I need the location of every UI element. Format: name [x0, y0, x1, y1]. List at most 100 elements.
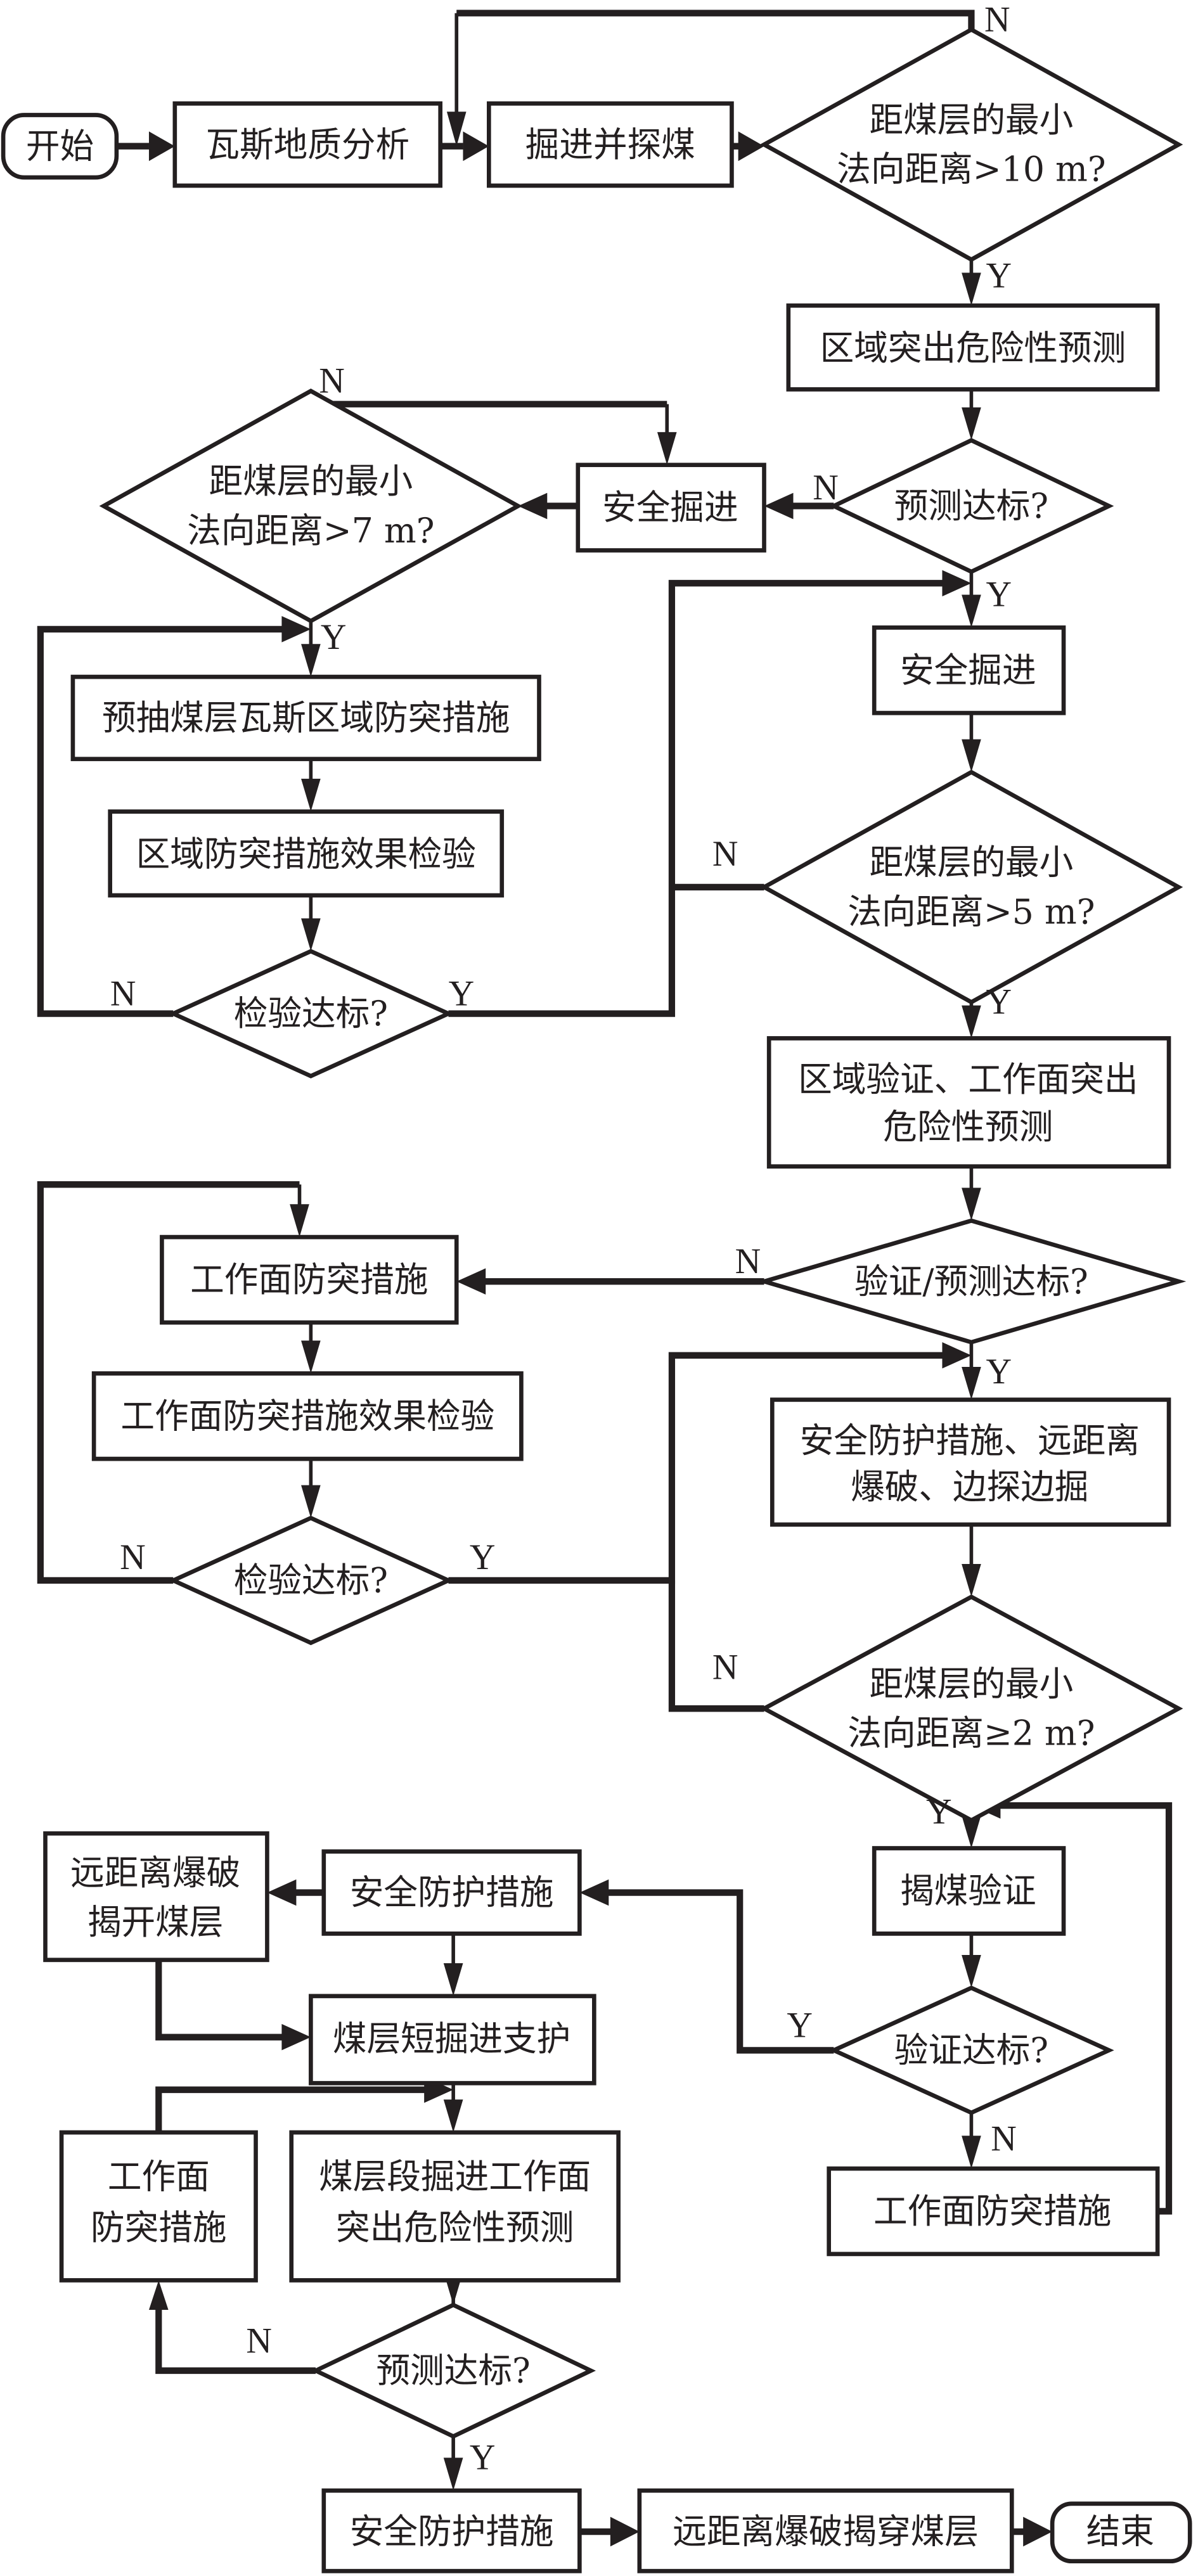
node-pre-drain: 预抽煤层瓦斯区域防突措施: [70, 674, 541, 762]
excavate-probe-label: 掘进并探煤: [525, 124, 695, 164]
arrowhead: [281, 616, 311, 643]
node-regional-check: 区域防突措施效果检验: [108, 809, 505, 898]
predict-ok1-label: 预测达标?: [894, 486, 1048, 526]
branch-labels: N Y N N Y Y N N Y Y N Y N Y N Y Y N N Y: [110, 0, 1017, 2478]
arrowhead: [942, 1342, 972, 1369]
label-no: N: [991, 2119, 1017, 2158]
arrowhead: [1023, 2516, 1053, 2547]
node-gas-geology: 瓦斯地质分析: [172, 101, 443, 188]
safe-excavate2-label: 安全掘进: [900, 650, 1036, 690]
label-yes: Y: [449, 974, 475, 1013]
node-end: 结束: [1050, 2501, 1192, 2564]
predict-ok2-label: 预测达标?: [377, 2350, 531, 2390]
remote-blast-open-line1: 远距离爆破: [70, 1853, 240, 1893]
node-safety-measures1: 安全防护措施: [321, 1849, 582, 1936]
arrowhead: [463, 131, 489, 162]
regional-verify-line2: 危险性预测: [883, 1107, 1053, 1147]
arrowhead: [443, 2457, 463, 2491]
label-yes: Y: [986, 575, 1012, 614]
gas-geology-label: 瓦斯地质分析: [205, 124, 409, 164]
node-excavate-probe: 掘进并探煤: [487, 101, 734, 188]
arrowhead: [962, 1366, 981, 1400]
regional-verify-line1: 区域验证、工作面突出: [798, 1060, 1138, 1099]
face-check-label: 工作面防突措施效果检验: [120, 1396, 494, 1436]
label-yes: Y: [986, 256, 1012, 295]
node-regional-verify: 区域验证、工作面突出 危险性预测: [766, 1036, 1171, 1169]
seam-predict-line2: 突出危险性预测: [336, 2208, 574, 2248]
loop-d7-no: [307, 391, 667, 407]
arrowhead: [301, 644, 321, 677]
face-measures2-label: 工作面防突措施: [873, 2191, 1111, 2231]
pre-drain-label: 预抽煤层瓦斯区域防突措施: [102, 698, 510, 738]
loop-check2-no: [37, 1181, 300, 1584]
uncover-verify-label: 揭煤验证: [900, 1871, 1036, 1911]
node-safety-blast-probe: 安全防护措施、远距离 爆破、边探边掘: [770, 1397, 1171, 1527]
arrowhead: [962, 594, 981, 628]
decision-verify-ok: 验证/预测达标?: [756, 1218, 1187, 1345]
label-no: N: [246, 2321, 272, 2361]
label-no: N: [813, 468, 839, 508]
node-remote-blast-through: 远距离爆破揭穿煤层: [637, 2488, 1014, 2573]
decision-10m: 距煤层的最小 法向距离>10 m?: [759, 27, 1183, 262]
label-yes: Y: [986, 1352, 1012, 1391]
decision-verify-ok2: 验证达标?: [828, 1985, 1114, 2115]
arrowhead: [962, 2136, 981, 2169]
d2-line2: 法向距离≥2 m?: [847, 1713, 1095, 1753]
safety-blast-probe-line2: 爆破、边探边掘: [851, 1466, 1088, 1506]
node-regional-predict: 区域突出危险性预测: [786, 303, 1160, 392]
loop-check2-yes: [448, 1352, 946, 1584]
arrowhead: [281, 2023, 311, 2051]
loop-face3-up: [155, 2086, 428, 2133]
label-no: N: [319, 361, 345, 400]
decision-7m: 距煤层的最小 法向距离>7 m?: [99, 388, 523, 624]
arrowhead: [148, 2280, 169, 2310]
face-measures3-line1: 工作面: [108, 2156, 210, 2196]
arrowhead: [518, 492, 548, 520]
face-measures1-label: 工作面防突措施: [190, 1260, 428, 1300]
arrowhead: [579, 1879, 609, 1906]
loop-check1-no: [37, 625, 285, 1017]
arrowhead: [301, 1485, 321, 1518]
check-ok2-label: 检验达标?: [234, 1560, 388, 1600]
node-face-check: 工作面防突措施效果检验: [91, 1371, 524, 1461]
arrow-blast-to-short: [155, 1959, 285, 2041]
arrowhead: [301, 1340, 321, 1374]
arrowhead: [443, 1963, 463, 1996]
verify-ok-label: 验证/预测达标?: [854, 1261, 1088, 1301]
node-seam-predict: 煤层段掘进工作面 突出危险性预测: [289, 2130, 621, 2283]
label-yes: Y: [470, 2438, 496, 2477]
loop-ok2-yes: [605, 1889, 834, 2054]
label-yes: Y: [986, 982, 1012, 1022]
d5-line1: 距煤层的最小: [870, 842, 1074, 882]
regional-predict-label: 区域突出危险性预测: [820, 328, 1126, 368]
loop-face2-back: [997, 1802, 1173, 2215]
loop-check1-yes: [448, 580, 946, 1017]
d10-line2: 法向距离>10 m?: [837, 149, 1105, 189]
arrowhead: [738, 131, 764, 162]
verify-ok2-label: 验证达标?: [894, 2030, 1048, 2070]
arrowhead: [456, 1268, 486, 1295]
arrowhead: [962, 1005, 981, 1039]
remote-blast-through-label: 远距离爆破揭穿煤层: [673, 2511, 979, 2551]
d10-line1: 距煤层的最小: [870, 100, 1074, 140]
label-no: N: [712, 1648, 738, 1687]
regional-check-label: 区域防突措施效果检验: [136, 834, 476, 874]
arrowhead: [942, 570, 972, 597]
node-safety-measures2: 安全防护措施: [321, 2488, 582, 2573]
label-no: N: [712, 835, 738, 874]
node-remote-blast-open: 远距离爆破 揭开煤层: [43, 1831, 269, 1963]
node-short-excavate: 煤层短掘进支护: [309, 1994, 596, 2086]
arrowhead: [610, 2516, 640, 2547]
decision-2m: 距煤层的最小 法向距离≥2 m?: [759, 1594, 1183, 1823]
d5-line2: 法向距离>5 m?: [847, 892, 1095, 932]
arrowhead: [962, 272, 981, 306]
short-excavate-label: 煤层短掘进支护: [333, 2019, 570, 2059]
arrowhead: [301, 918, 321, 952]
label-no: N: [984, 0, 1010, 39]
arrowhead: [962, 1815, 981, 1849]
node-safe-excavate1: 安全掘进: [576, 463, 766, 553]
arrowhead: [657, 432, 677, 465]
safety-measures1-label: 安全防护措施: [350, 1873, 554, 1913]
safety-blast-probe-line1: 安全防护措施、远距离: [800, 1421, 1140, 1461]
label-yes: Y: [787, 2006, 813, 2045]
